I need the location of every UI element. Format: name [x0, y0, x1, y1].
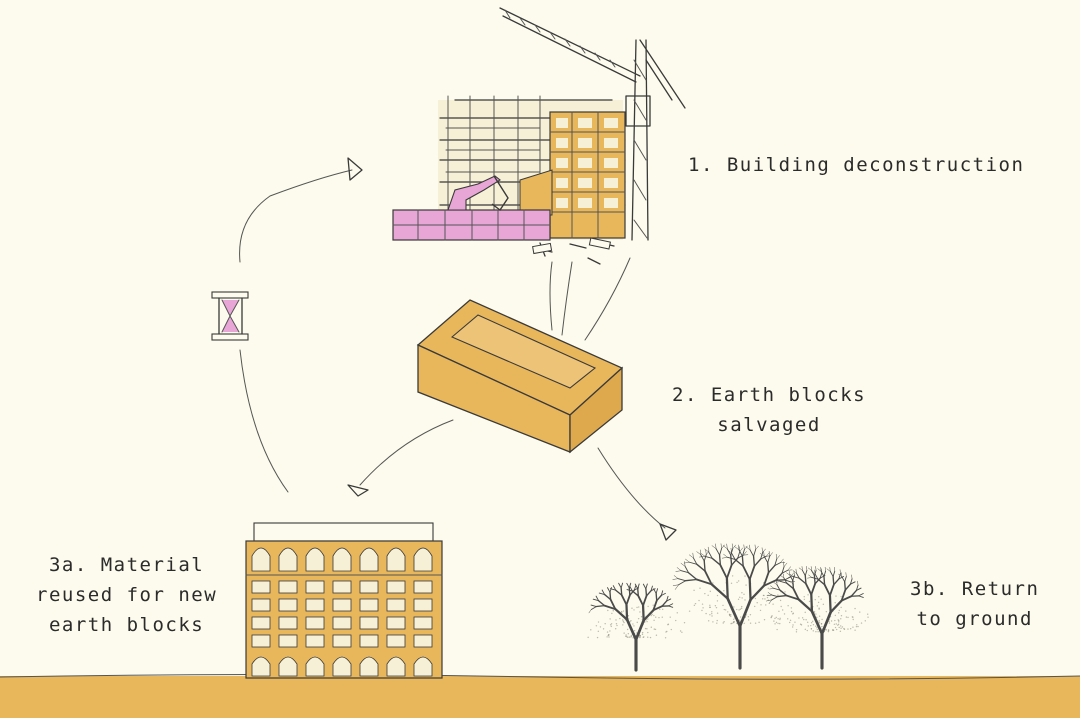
tree-icon	[673, 544, 804, 668]
step2-line-1: 2. Earth blocks	[672, 380, 866, 410]
earth-block-icon	[418, 300, 622, 452]
step1-label: 1. Building deconstruction	[688, 150, 1024, 180]
ground-strip	[0, 676, 1080, 718]
step1-line: 1. Building deconstruction	[688, 150, 1024, 180]
step3b-line-2: to ground	[910, 604, 1039, 634]
step3b-line-1: 3b. Return	[910, 574, 1039, 604]
hourglass-icon	[212, 292, 248, 340]
step2-label: 2. Earth blocks salvaged	[672, 380, 866, 440]
step3a-line-3: earth blocks	[36, 610, 217, 640]
step2-line-2: salvaged	[672, 410, 866, 440]
tree-icon	[587, 583, 682, 670]
step3a-label: 3a. Material reused for new earth blocks	[36, 550, 217, 640]
tree-icon	[767, 566, 869, 668]
step3b-label: 3b. Return to ground	[910, 574, 1039, 634]
deconstruction-scene	[393, 8, 685, 264]
new-building-icon	[246, 523, 442, 678]
step3a-line-2: reused for new	[36, 580, 217, 610]
step3a-line-1: 3a. Material	[36, 550, 217, 580]
